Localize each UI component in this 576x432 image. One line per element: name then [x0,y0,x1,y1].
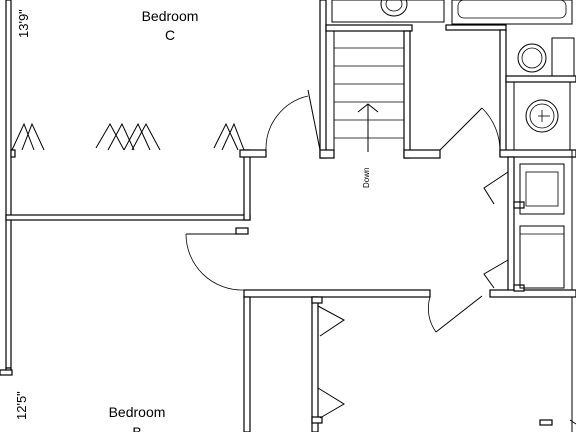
bedroom-b-closet-doors [317,305,345,419]
vanity-sink-icon [525,99,559,133]
dryer-icon [519,225,565,289]
sink-icon [380,0,408,17]
bedroom-c-closet-doors [11,122,245,151]
bedroom-b-letter: B [132,424,141,432]
bedroom-b-label: Bedroom B 12'5" [14,391,165,432]
washer-icon [519,163,565,215]
bedroom-b-door [185,233,245,291]
bedroom-c-letter: C [165,27,175,43]
bedroom-b-dimension: 12'5" [14,391,29,420]
hall-door [427,295,483,333]
right-edge-fragments [569,150,576,432]
bathroom-door [439,107,501,153]
stairs: Down [333,31,404,188]
stairs-label: Down [362,168,371,188]
bedroom-c-name: Bedroom [142,8,199,24]
bedroom-b-name: Bedroom [109,404,166,420]
bedroom-c-dimension: 13'9" [16,9,31,38]
bedroom-c-door [265,89,321,151]
laundry-appliances [519,163,565,289]
toilet-icon [517,43,547,73]
laundry-doors [483,171,509,289]
bedroom-c-label: Bedroom C 13'9" [16,8,198,43]
bathroom-fixtures [331,0,575,151]
